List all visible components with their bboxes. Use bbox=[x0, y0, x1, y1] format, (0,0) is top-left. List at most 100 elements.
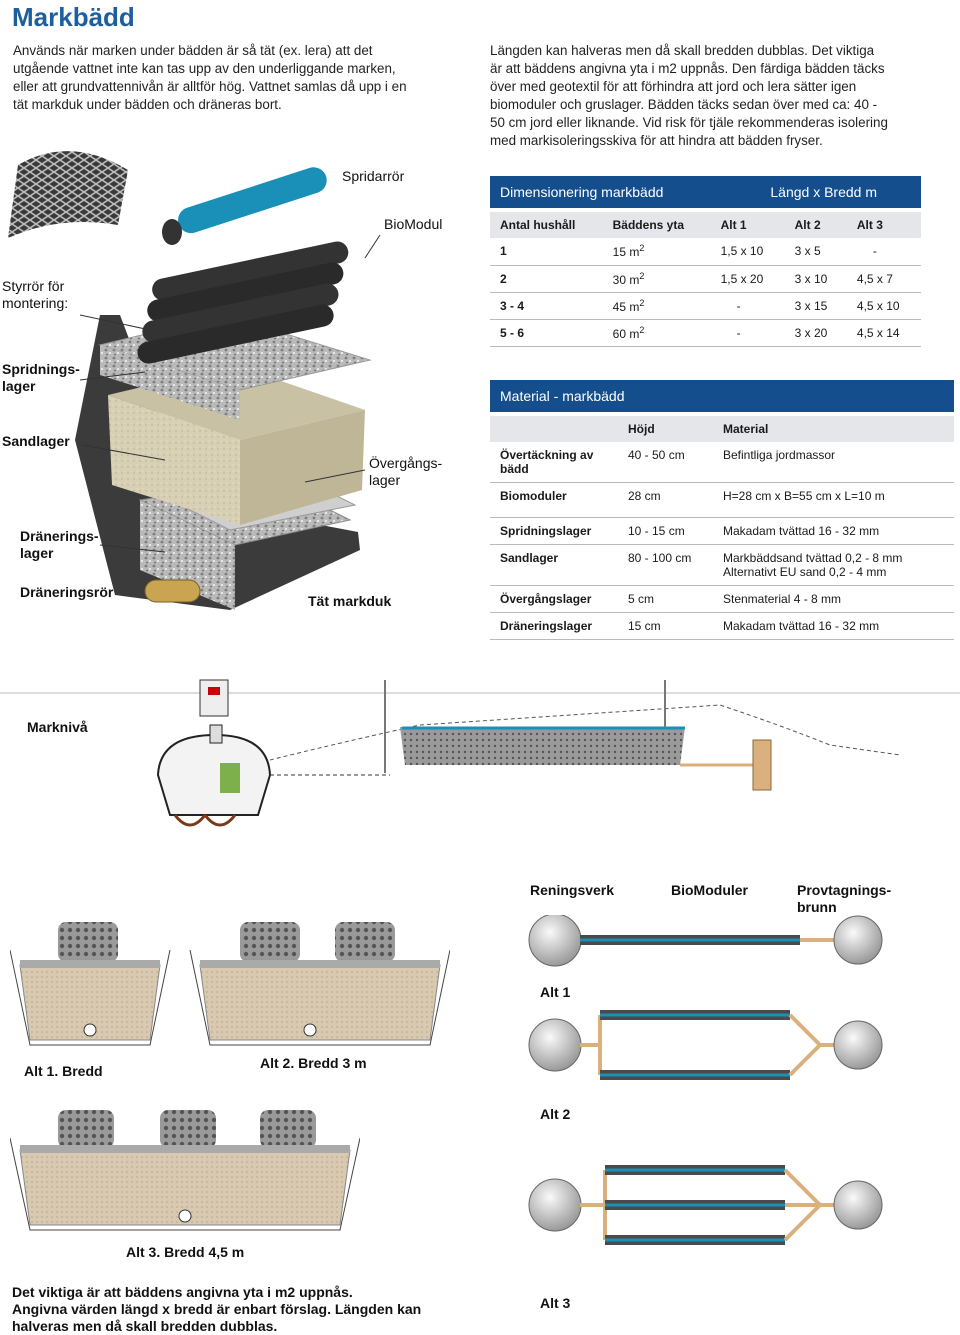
table-cell: Befintliga jordmassor bbox=[713, 442, 954, 483]
pipe-cap-shape bbox=[162, 219, 182, 245]
sampling-well-circle bbox=[833, 1020, 883, 1070]
dimension-table-header: Dimensionering markbädd Längd x Bredd m bbox=[490, 176, 921, 208]
table-cell: 2 bbox=[490, 265, 603, 293]
column-header: Alt 1 bbox=[710, 212, 785, 238]
table-cell: 40 - 50 cm bbox=[618, 442, 713, 483]
label-provtagningsbrunn-line: Provtagnings- bbox=[797, 882, 892, 898]
control-box-indicator bbox=[208, 687, 220, 695]
sand-side bbox=[240, 410, 365, 525]
table-cell: 80 - 100 cm bbox=[618, 544, 713, 586]
material-table: Material - markbädd Höjd Material Övertä… bbox=[490, 380, 954, 640]
bed-outline bbox=[10, 949, 171, 1046]
table-cell: H=28 cm x B=55 cm x L=10 m bbox=[713, 482, 954, 518]
table-row: Dräneringslager 15 cm Makadam tvättad 16… bbox=[490, 612, 954, 640]
caption-alt1-section: Alt 1. Bredd bbox=[24, 1063, 103, 1079]
superscript-2: 2 bbox=[639, 243, 645, 254]
table-row: Övergångslager 5 cm Stenmaterial 4 - 8 m… bbox=[490, 585, 954, 613]
table-cell: - bbox=[846, 238, 921, 266]
table-row: Spridningslager 10 - 15 cm Makadam tvätt… bbox=[490, 517, 954, 545]
intro-right-line: över med geotextil för att förhindra att… bbox=[490, 79, 857, 94]
footer-note: Det viktiga är att bäddens angivna yta i… bbox=[12, 1284, 472, 1335]
intro-left-line: eller att grundvattennivån är alltför hö… bbox=[13, 79, 407, 94]
biomodule-block bbox=[240, 922, 300, 962]
table-cell: Markbäddsand tvättad 0,2 - 8 mm Alternat… bbox=[713, 544, 954, 586]
superscript-2: 2 bbox=[639, 324, 645, 335]
table-cell: Sandlager bbox=[490, 544, 618, 586]
caption-alt2-section: Alt 2. Bredd 3 m bbox=[260, 1055, 367, 1071]
sampling-well-circle bbox=[833, 1180, 883, 1230]
column-header: Alt 2 bbox=[784, 212, 847, 238]
label-plan-alt2: Alt 2 bbox=[540, 1106, 571, 1122]
column-header: Material bbox=[713, 416, 954, 442]
table-cell: 4,5 x 7 bbox=[846, 265, 921, 293]
page-title: Markbädd bbox=[12, 2, 135, 32]
label-draneringslager-line: Dränerings- bbox=[20, 528, 99, 544]
label-styrror: Styrrör för montering: bbox=[2, 278, 68, 312]
table-cell: Spridningslager bbox=[490, 517, 618, 545]
section-alt3 bbox=[10, 1110, 360, 1231]
table-cell: Övertäckning av bädd bbox=[490, 442, 618, 483]
collector-line bbox=[788, 1013, 838, 1077]
label-draneringslager-line: lager bbox=[20, 545, 54, 561]
distribution-line bbox=[580, 1170, 607, 1240]
footer-line: Det viktiga är att bäddens angivna yta i… bbox=[12, 1284, 353, 1300]
bed-body bbox=[400, 727, 685, 765]
drain-pipe-section bbox=[83, 1023, 97, 1037]
table-cell: 1 bbox=[490, 238, 603, 266]
dimension-table-title-right: Längd x Bredd m bbox=[770, 184, 877, 200]
treatment-tank bbox=[156, 733, 272, 816]
table-cell: Övergångslager bbox=[490, 585, 618, 613]
label-markniva: Marknivå bbox=[27, 719, 88, 735]
table-cell: 15 m2 bbox=[602, 238, 711, 266]
tank-lid bbox=[209, 724, 223, 744]
biomodule-block bbox=[335, 922, 395, 962]
gravel-strip bbox=[20, 1145, 350, 1153]
treatment-plant-circle bbox=[528, 1018, 582, 1072]
biomodule-block bbox=[260, 1110, 316, 1148]
footer-line: halveras men då skall bredden dubblas. bbox=[12, 1318, 278, 1334]
table-cell: 30 m2 bbox=[602, 265, 711, 293]
table-cell: 5 cm bbox=[618, 585, 713, 613]
label-overgangslager-line: Övergångs- bbox=[369, 455, 443, 471]
label-styrror-line: Styrrör för bbox=[2, 278, 65, 294]
table-row: Biomoduler 28 cm H=28 cm x B=55 cm x L=1… bbox=[490, 482, 954, 518]
table-cell: 45 m2 bbox=[602, 292, 711, 320]
column-header: Höjd bbox=[618, 416, 713, 442]
table-cell: 1,5 x 10 bbox=[710, 238, 785, 266]
sand-body bbox=[199, 964, 441, 1041]
label-draneringslager: Dränerings- lager bbox=[20, 528, 99, 562]
label-biomoduler: BioModuler bbox=[671, 882, 748, 898]
area-value: 30 m bbox=[612, 272, 640, 287]
intro-right-line: 50 cm jord eller liknande. Vid risk för … bbox=[490, 115, 888, 130]
intro-left-line: Används när marken under bädden är så tä… bbox=[13, 43, 373, 58]
table-cell: 28 cm bbox=[618, 482, 713, 518]
drainage-pipe-shape bbox=[144, 579, 201, 603]
label-spridarror: Spridarrör bbox=[342, 168, 405, 184]
leader-lines bbox=[79, 234, 381, 553]
table-cell: 3 x 10 bbox=[784, 265, 847, 293]
column-header: Bäddens yta bbox=[602, 212, 711, 238]
table-cell: Biomoduler bbox=[490, 482, 618, 518]
intro-right-line: med markisoleringsskiva för att hindra a… bbox=[490, 133, 823, 148]
table-cell: Makadam tvättad 16 - 32 mm bbox=[713, 612, 954, 640]
tank-filter bbox=[220, 763, 240, 793]
geotextile-mesh bbox=[8, 151, 128, 238]
treatment-plant-circle bbox=[528, 915, 582, 967]
label-spridningslager-line: lager bbox=[2, 378, 36, 394]
column-header: Alt 3 bbox=[846, 212, 921, 238]
label-overgangslager-line: lager bbox=[369, 472, 401, 488]
table-cell: Makadam tvättad 16 - 32 mm bbox=[713, 517, 954, 545]
table-cell: 4,5 x 14 bbox=[846, 319, 921, 347]
footer-line: Angivna värden längd x bredd är enbart f… bbox=[12, 1301, 422, 1317]
label-draneringsror: Dräneringsrör bbox=[20, 584, 114, 600]
label-overgangslager: Övergångs- lager bbox=[369, 455, 442, 489]
table-row: 1 15 m2 1,5 x 10 3 x 5 - bbox=[490, 238, 921, 266]
intro-left-line: utgående vattnet inte kan tas upp av den… bbox=[13, 61, 396, 76]
dimension-table: Dimensionering markbädd Längd x Bredd m … bbox=[490, 176, 921, 347]
table-cell: 5 - 6 bbox=[490, 319, 603, 347]
table-row: Övertäckning av bädd 40 - 50 cm Befintli… bbox=[490, 442, 954, 483]
label-reningsverk: Reningsverk bbox=[530, 882, 615, 898]
intro-right-line: Längden kan halveras men då skall bredde… bbox=[490, 43, 875, 58]
intro-right-line: är att bäddens angivna yta i m2 uppnås. … bbox=[490, 61, 885, 76]
table-cell: 60 m2 bbox=[602, 319, 711, 347]
